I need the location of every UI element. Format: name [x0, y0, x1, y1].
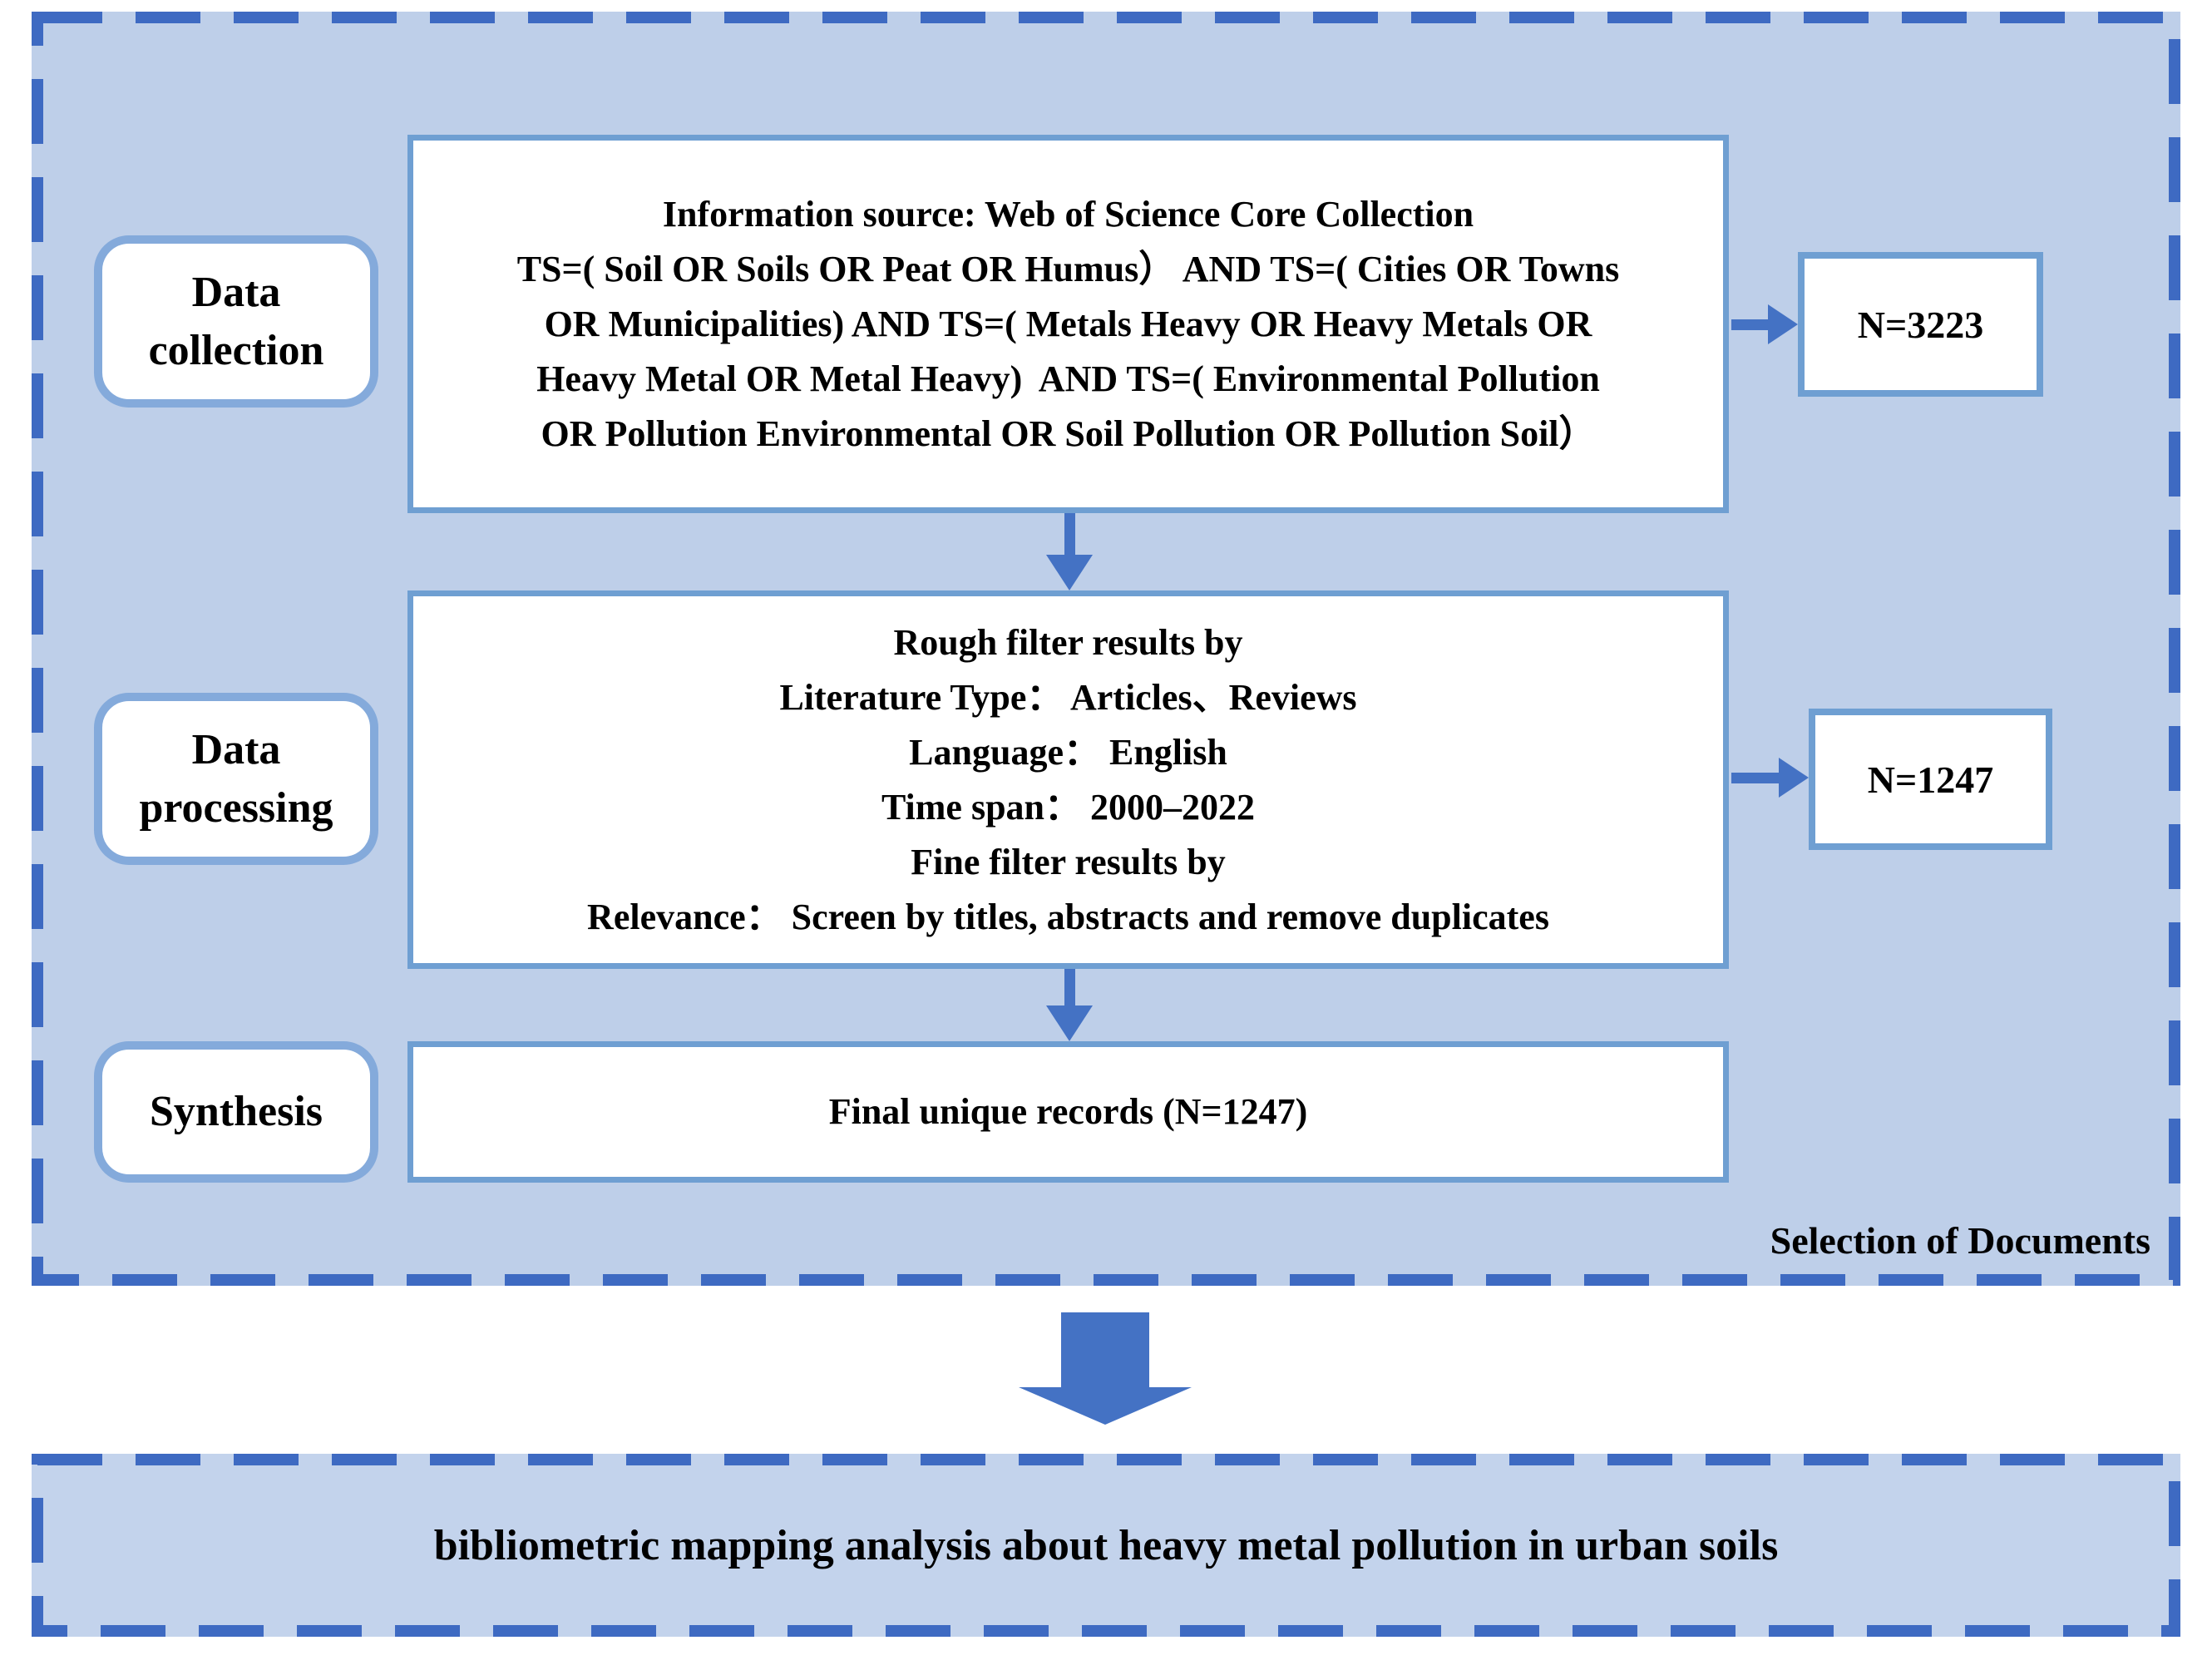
arrow-shaft [1064, 513, 1075, 555]
filter-criteria-line: Rough filter results by [893, 621, 1243, 663]
filter-criteria-box: Rough filter results by Literature Type：… [407, 590, 1729, 969]
count-box-filtered: N=1247 [1809, 709, 2052, 850]
search-query-line: TS=( Soil OR Soils OR Peat OR Humus） AND… [516, 248, 1620, 289]
arrow-head [1046, 1005, 1093, 1041]
stage-box-data-collection: Data collection [94, 235, 378, 408]
search-query-line: OR Municipalities) AND TS=( Metals Heavy… [544, 303, 1592, 344]
arrow-head [1779, 758, 1809, 798]
filter-criteria-line: Relevance： Screen by titles, abstracts a… [587, 896, 1549, 937]
arrow-shaft [1731, 319, 1768, 330]
count-value: N=3223 [1857, 303, 1984, 346]
right-arrow-icon [1731, 758, 1809, 798]
final-records-box: Final unique records (N=1247) [407, 1041, 1729, 1183]
arrow-head [1768, 304, 1798, 344]
count-box-initial: N=3223 [1798, 252, 2043, 397]
right-arrow-icon [1731, 304, 1798, 344]
filter-criteria-line: Fine filter results by [911, 841, 1226, 882]
search-query-box: Information source: Web of Science Core … [407, 135, 1729, 513]
search-query-line: OR Pollution Environmental OR Soil Pollu… [541, 413, 1596, 454]
filter-criteria-line: Literature Type： Articles、Reviews [779, 676, 1357, 718]
outcome-box: bibliometric mapping analysis about heav… [32, 1454, 2180, 1637]
stage-label: Data processing [139, 725, 333, 832]
stage-box-synthesis: Synthesis [94, 1041, 378, 1183]
panel-caption: Selection of Documents [1770, 1219, 2150, 1262]
search-query-line: Information source: Web of Science Core … [662, 193, 1474, 235]
outcome-text: bibliometric mapping analysis about heav… [433, 1521, 1779, 1569]
big-down-arrow-icon [1019, 1312, 1192, 1425]
stage-label: Data collection [148, 268, 324, 374]
selection-panel: Data collection Data processing Synthesi… [32, 12, 2180, 1286]
arrow-head [1046, 555, 1093, 590]
down-arrow-icon [1046, 513, 1093, 590]
arrow-shaft [1731, 772, 1779, 783]
filter-criteria-line: Language： English [909, 731, 1227, 773]
count-value: N=1247 [1867, 758, 1994, 801]
search-query-line: Heavy Metal OR Metal Heavy) AND TS=( Env… [536, 358, 1600, 399]
stage-box-data-processing: Data processing [94, 693, 378, 865]
final-records-text: Final unique records (N=1247) [828, 1091, 1308, 1132]
arrow-shaft [1064, 969, 1075, 1005]
down-arrow-icon [1046, 969, 1093, 1041]
filter-criteria-line: Time span： 2000–2022 [881, 786, 1256, 828]
stage-label: Synthesis [149, 1088, 323, 1135]
